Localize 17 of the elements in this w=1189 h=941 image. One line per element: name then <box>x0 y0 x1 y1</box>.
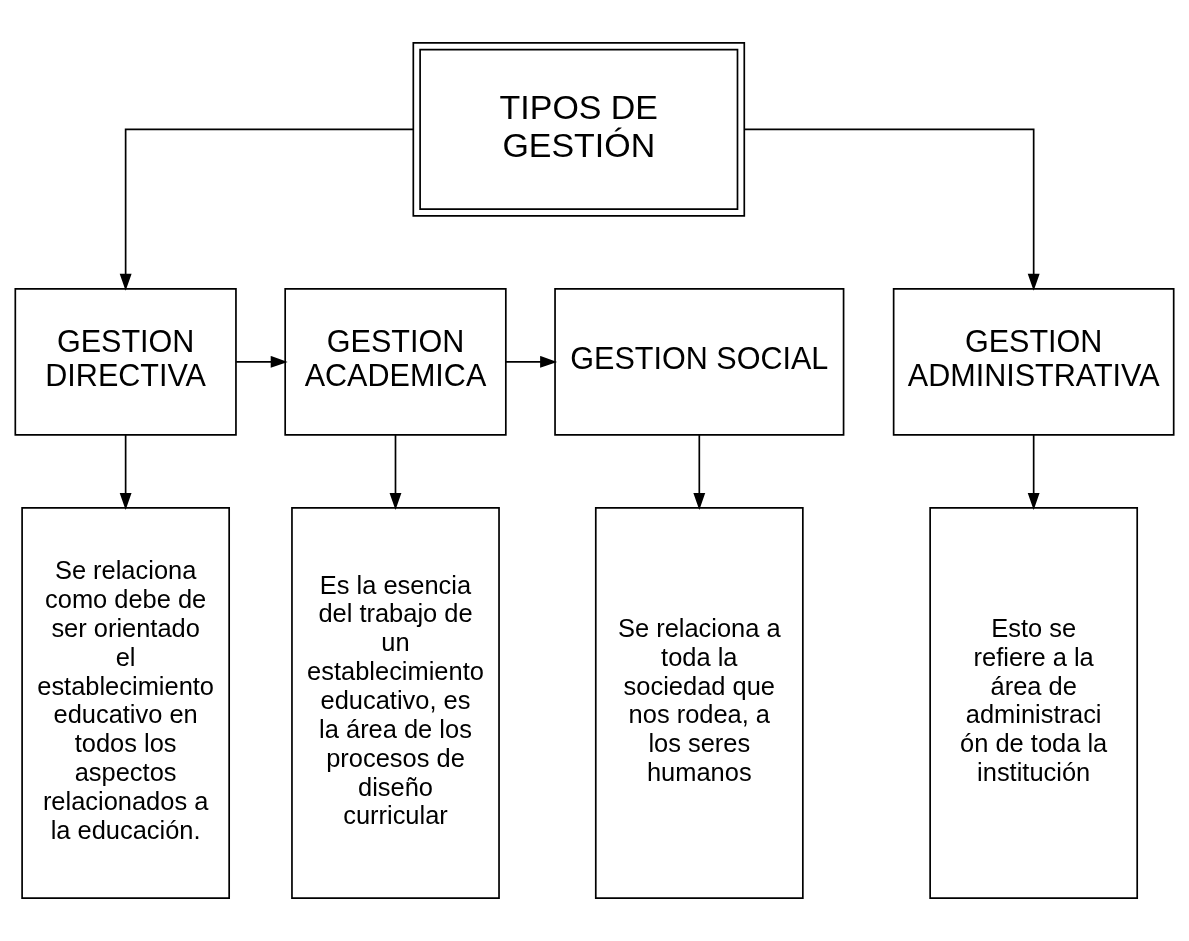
node-box: Se relaciona como debe de ser orientado el establecimiento educativo en todos los aspectos relacionados a la educación. <box>21 507 230 900</box>
node-box: GESTION SOCIAL <box>554 288 845 436</box>
node-box: TIPOS DE GESTIÓN <box>412 41 746 217</box>
node-box: Es la esencia del trabajo de un establecimiento educativo, es la área de los procesos de diseño curricular <box>291 507 500 900</box>
arrow <box>119 434 132 510</box>
arrow <box>1027 434 1040 510</box>
node-box: Se relaciona a toda la sociedad que nos rodea, a los seres humanos <box>594 507 804 900</box>
arrow <box>119 128 415 291</box>
arrow <box>235 355 288 368</box>
arrow <box>389 434 402 510</box>
arrow <box>743 128 1040 291</box>
node-box: Esto se refiere a la área de administraci ón de toda la institución <box>929 507 1139 900</box>
node-box: GESTION ACADEMICA <box>284 288 507 436</box>
node-box: GESTION ADMINISTRATIVA <box>892 288 1175 436</box>
node-box: GESTION DIRECTIVA <box>14 288 237 436</box>
arrow <box>505 355 558 368</box>
arrow <box>693 434 706 510</box>
